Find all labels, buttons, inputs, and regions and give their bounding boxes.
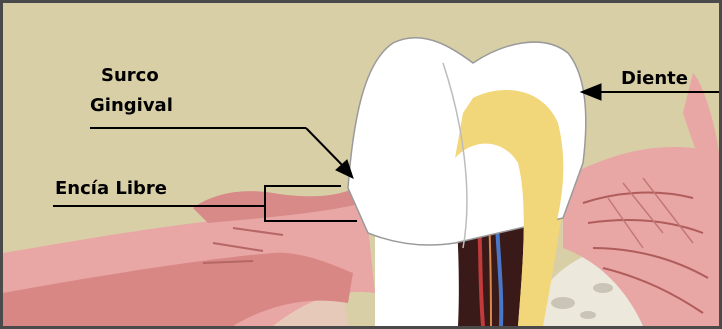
label-diente: Diente [621, 68, 688, 90]
label-encia-libre: Encía Libre [55, 178, 167, 200]
tooth-illustration [3, 3, 719, 326]
label-surco-line1: Surco [90, 61, 173, 91]
label-surco-gingival: Surco Gingival [90, 61, 173, 121]
label-surco-line2: Gingival [90, 91, 173, 121]
